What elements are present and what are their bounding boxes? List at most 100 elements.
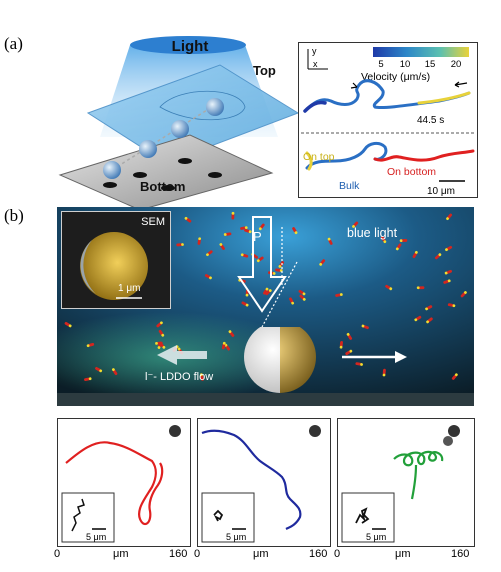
tracer-particle (299, 294, 306, 301)
sem-particle (80, 232, 148, 300)
tracer-particle (256, 256, 264, 263)
lower-trajectory-bottom (373, 149, 475, 162)
x-max: 160 (309, 548, 328, 560)
particle-thumbnail (309, 425, 321, 437)
sem-image (80, 232, 148, 300)
janus-particle (206, 98, 224, 116)
light-arrow (237, 216, 287, 313)
janus-white-half (244, 327, 280, 393)
top-plate-path (159, 90, 246, 121)
tracer-particle (231, 211, 235, 220)
janus-particle (103, 161, 121, 179)
tracer-particle (385, 284, 393, 291)
colorbar-title: Velocity (μm/s) (361, 71, 430, 83)
flow-arrow-left (157, 345, 207, 365)
flow-label: l⁻- LDDO flow (145, 371, 213, 383)
upper-trajectory-fast (417, 91, 471, 105)
velocity-colorbar (373, 47, 469, 57)
tracer-particle (335, 293, 343, 297)
sem-inset: SEM 1 μm (61, 211, 171, 309)
tracer-particle (219, 243, 225, 250)
particle-thumbnail (169, 425, 181, 437)
inset-box (341, 492, 395, 543)
tracer-particle (298, 289, 306, 296)
on-top-label: On top (303, 151, 335, 163)
tracer-particle (395, 243, 402, 251)
janus-particle (171, 120, 189, 138)
tracer-particle (352, 221, 359, 228)
inset-path (71, 498, 85, 532)
tracer-particle (319, 259, 326, 266)
on-bottom-label: On bottom (387, 166, 436, 178)
tracer-particle (382, 368, 386, 377)
tracer-particle (95, 366, 103, 373)
light-source (130, 36, 246, 54)
particle-thumbnail (443, 436, 453, 446)
tracer-particle (425, 305, 433, 311)
tracer-particle (158, 329, 165, 337)
tracer-particle (444, 269, 452, 275)
tracer-particle (176, 243, 184, 247)
panel-a-schematic: Light Top Bottom (58, 36, 300, 210)
trajectory-plot-1: 5 μm (61, 425, 181, 543)
tracer-particle (414, 315, 422, 322)
tracer-particle (275, 268, 283, 272)
tracer-particle (265, 289, 272, 296)
tracer-particle (204, 274, 212, 280)
inset-box (201, 492, 255, 543)
particle-thumbnail (448, 425, 460, 437)
tracer-particle (221, 341, 226, 350)
panel-a-label: (a) (4, 34, 23, 53)
tracer-particle (346, 332, 353, 340)
x-min: 0 (194, 548, 201, 560)
inset-path (355, 507, 370, 524)
axis-x-label: x (313, 59, 318, 69)
tracer-particle (292, 227, 298, 235)
tracer-particle (289, 297, 295, 305)
bottom-spot (208, 172, 222, 178)
tracer-particle (327, 237, 333, 245)
x-unit: μm (253, 548, 269, 560)
x-max: 160 (169, 548, 188, 560)
tracer-particle (399, 239, 408, 243)
tracer-particle (361, 324, 369, 330)
tracer-particle (426, 317, 433, 324)
bottom-spot (133, 172, 147, 178)
trajectory-path (201, 429, 302, 530)
tracer-particle (240, 253, 249, 258)
light-dashed-diagonal (261, 261, 298, 328)
time-label: 44.5 s (417, 115, 444, 126)
x-unit: μm (395, 548, 411, 560)
inset-scalebar-label: 5 μm (366, 532, 386, 542)
tracer-particle (434, 253, 442, 260)
direction-arrow (350, 82, 358, 89)
tracer-particle (443, 279, 451, 284)
bottom-label: Bottom (140, 179, 186, 194)
tracer-particle (244, 228, 252, 234)
light-label: Light (172, 38, 209, 55)
sem-scalebar-label: 1 μm (118, 283, 141, 294)
bottom-spot (103, 182, 117, 188)
tracer-particle (263, 287, 269, 295)
x-unit: μm (113, 548, 129, 560)
light-scene: P blue light l⁻- LDDO flow SEM 1 μm (57, 207, 474, 406)
tracer-particle (155, 341, 163, 345)
lower-trajectory-bulk (305, 141, 388, 170)
colorbar-tick: 5 (378, 59, 383, 70)
tracer-particle (355, 362, 363, 366)
sem-label: SEM (141, 216, 165, 228)
trajectory-path (393, 450, 444, 500)
x-min: 0 (54, 548, 61, 560)
tracer-particle (84, 377, 92, 382)
tracer-particle (112, 368, 118, 376)
tracer-particle (223, 232, 232, 236)
tracer-particle (86, 342, 95, 348)
tracer-particles (64, 211, 467, 382)
inset-box (61, 492, 115, 543)
scalebar-label: 10 μm (427, 186, 455, 197)
tracer-particle (345, 349, 353, 356)
tracer-particle (258, 223, 265, 231)
tracer-particle (241, 301, 249, 307)
axis-y-label: y (312, 46, 317, 56)
inset-path (213, 509, 224, 522)
